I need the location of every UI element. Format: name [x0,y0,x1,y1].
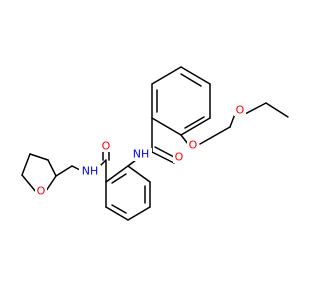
bond [180,134,189,145]
atom-label: NH [82,165,99,178]
bond [29,153,49,161]
atom-label: NH [133,148,150,161]
bond [151,117,182,136]
atom-thf-oxygen: O [35,185,47,198]
bond [21,174,37,193]
bond [180,117,211,136]
bond [244,102,267,115]
atom-ether-oxygen-1: O [187,139,199,152]
aromatic-inner-bond [111,173,127,184]
atom-label-layer: O O O NH O NH O [35,104,246,198]
atom-carbonyl-oxygen-bottom: O [100,140,112,153]
atom-label: O [189,139,198,152]
carbonyl-double-bond [151,151,175,164]
atom-label: O [102,140,111,153]
aromatic-inner-bond [184,116,205,129]
bond [47,159,57,177]
atom-label: O [37,185,46,198]
bond [105,165,129,183]
atom-amide-nitrogen-bottom: NH [79,165,101,178]
bond [21,153,31,176]
bond [45,175,57,192]
atom-amide-nitrogen-top: NH [130,148,152,161]
bond [127,165,151,183]
bond [105,206,129,221]
bond-layer [21,66,289,221]
bond [265,102,289,118]
bond [151,66,182,85]
atom-label: O [175,151,184,164]
aromatic-inner-bond [180,73,202,87]
carbonyl-double-bond [154,146,175,158]
bond [229,113,236,128]
bond [55,165,73,177]
atom-carbonyl-oxygen-top: O [173,151,185,164]
atom-label: O [236,104,245,117]
bond [199,126,231,145]
bond [180,66,211,85]
molecule-structure-diagram: O O O NH O NH O [21,66,289,221]
bond [127,206,151,221]
aromatic-inner-bond [111,204,127,214]
atom-ether-oxygen-2: O [234,104,246,117]
